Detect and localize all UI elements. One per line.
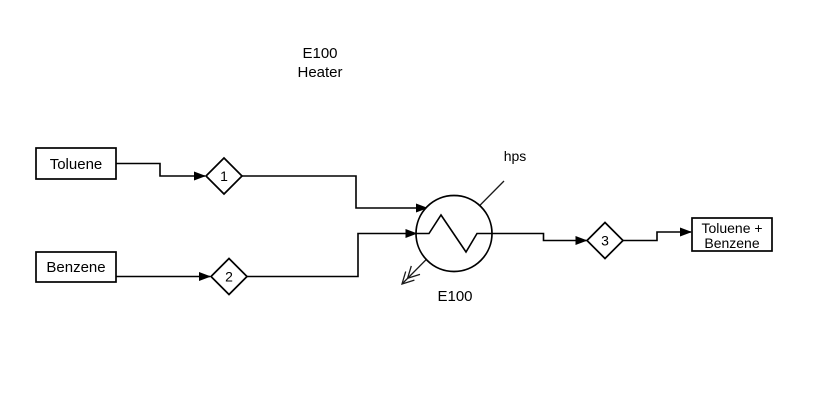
benzene-feed-label: Benzene xyxy=(46,259,105,276)
stream-line-toluene-to-1[interactable] xyxy=(116,162,206,181)
stream-line-1-to-heater[interactable] xyxy=(242,175,428,213)
product-box xyxy=(691,217,773,252)
diagram-title[interactable]: E100 Heater xyxy=(297,45,342,81)
stream-line-2-to-heater[interactable] xyxy=(247,229,418,278)
hps-arrowhead-inner-icon xyxy=(406,265,421,280)
stream-3-diamond xyxy=(585,221,625,260)
toluene-feed-box xyxy=(35,147,117,180)
stream-connector-1[interactable]: 1 xyxy=(204,156,244,196)
stream-3-number: 3 xyxy=(601,233,609,249)
diagram-title-line2: Heater xyxy=(297,64,342,81)
stream-2-diamond xyxy=(209,257,249,296)
toluene-feed-label: Toluene xyxy=(50,156,103,173)
heat-exchanger-label[interactable]: E100 xyxy=(437,288,472,305)
stream-connector-2[interactable]: 2 xyxy=(209,257,249,296)
hps-arrowhead-outer-icon xyxy=(401,271,415,285)
stream-line-3-to-product[interactable] xyxy=(623,227,692,242)
product-node[interactable]: Toluene + Benzene xyxy=(691,217,773,252)
heat-exchanger-zigzag-icon xyxy=(416,213,492,254)
benzene-feed-box xyxy=(35,251,117,283)
stream-connector-3[interactable]: 3 xyxy=(585,221,625,260)
product-label-line1: Toluene + xyxy=(701,220,762,236)
product-label-line2: Benzene xyxy=(704,235,759,251)
benzene-feed-node[interactable]: Benzene xyxy=(35,251,117,283)
diagram-title-line1: E100 xyxy=(302,45,337,62)
stream-1-diamond xyxy=(204,156,244,196)
heat-exchanger-e100-symbol[interactable] xyxy=(415,194,493,273)
stream-line-heater-to-3[interactable] xyxy=(492,232,588,245)
toluene-feed-node[interactable]: Toluene xyxy=(35,147,117,180)
stream-1-number: 1 xyxy=(220,168,228,184)
hps-label[interactable]: hps xyxy=(504,148,527,164)
stream-2-number: 2 xyxy=(225,269,233,285)
